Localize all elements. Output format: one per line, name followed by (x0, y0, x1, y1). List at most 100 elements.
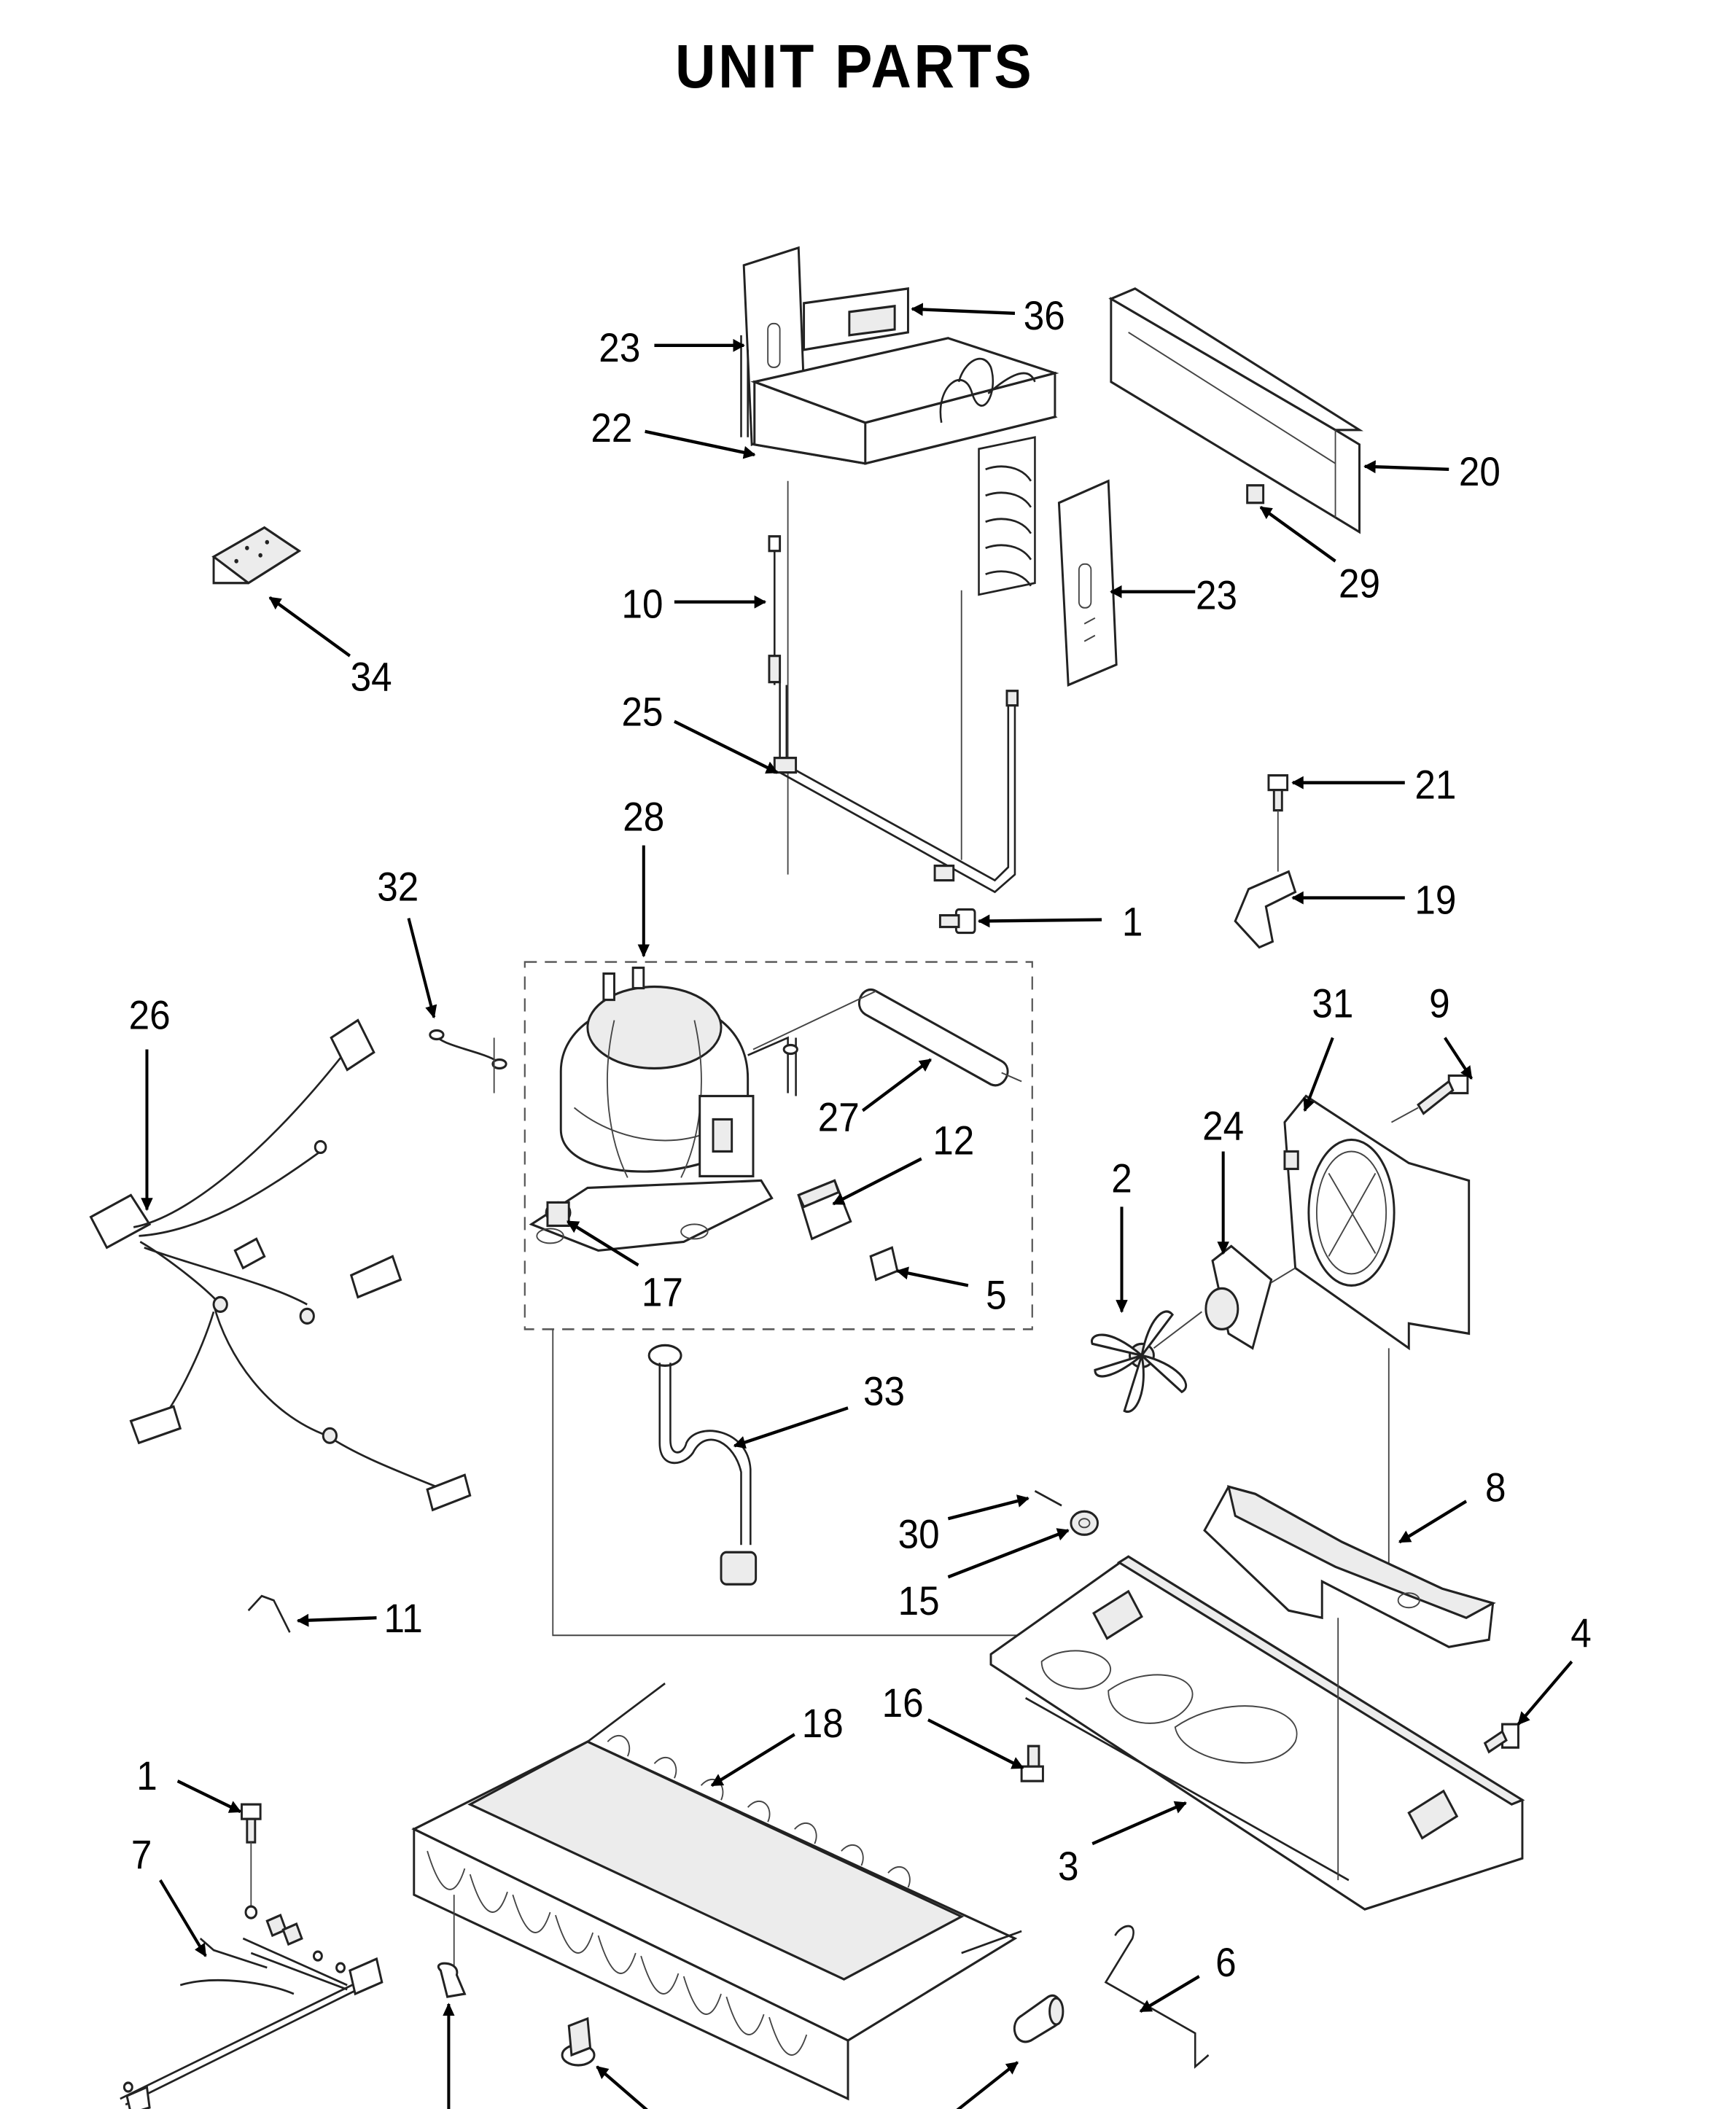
evaporator-bracket-right-drawing (1057, 479, 1118, 687)
callout-25: 25 (621, 690, 663, 736)
callout-17: 17 (642, 1269, 683, 1315)
condenser-drawing (411, 1683, 1022, 2101)
callout-16: 16 (882, 1680, 924, 1726)
arrow-33 (733, 1406, 849, 1449)
wire-harness-bottom-drawing (120, 1914, 384, 2109)
evaporator-drawing (740, 287, 1059, 875)
callout-labels: 36 23 22 20 29 23 10 34 25 21 28 19 32 1… (129, 293, 1592, 1986)
tube-insulation-drawing (1013, 1994, 1064, 2043)
fan-motor-drawing (1204, 1244, 1296, 1350)
callout-19: 19 (1414, 878, 1456, 924)
callout-1-lower: 1 (136, 1753, 157, 1799)
callout-5: 5 (986, 1272, 1007, 1318)
arrow-14 (956, 2061, 1019, 2109)
callout-8: 8 (1485, 1465, 1506, 1510)
arrow-9 (1444, 1037, 1473, 1080)
arrow-31 (1303, 1037, 1334, 1112)
drain-pan-drawing (1203, 1485, 1496, 1648)
screw-base-drawing (1483, 1723, 1519, 1754)
air-duct-cover-drawing (1108, 287, 1363, 534)
callout-12: 12 (933, 1118, 974, 1163)
arrow-1a (977, 914, 1102, 928)
compressor-connection-line (552, 1329, 1135, 1637)
callout-36: 36 (1024, 293, 1065, 339)
base-plate-drawing (989, 1555, 1525, 1911)
condenser-tube-drawing (1104, 1925, 1210, 2069)
callout-22: 22 (591, 405, 632, 451)
clip-drawing (1246, 484, 1265, 504)
arrow-27 (862, 1058, 932, 1112)
callout-31: 31 (1312, 981, 1353, 1026)
arrow-22 (645, 429, 756, 459)
cap-drawing (869, 1246, 899, 1282)
arrow-15 (947, 1528, 1070, 1579)
arrow-34 (268, 596, 351, 658)
callout-30: 30 (898, 1511, 940, 1557)
wire-harness-drawing (89, 1018, 472, 1512)
arrow-29 (1259, 505, 1336, 563)
compressor-drawing (529, 966, 798, 1252)
arrow-35 (596, 2065, 648, 2109)
defrost-heater-drawing (773, 677, 1019, 894)
pin-drawing (1034, 1490, 1062, 1507)
callout-7: 7 (131, 1832, 152, 1878)
grommet-drawing (1070, 1510, 1099, 1536)
callout-6: 6 (1215, 1940, 1237, 1986)
callout-26: 26 (129, 992, 171, 1038)
arrow-5 (896, 1266, 969, 1287)
callout-28: 28 (623, 795, 664, 841)
callout-1-upper: 1 (1122, 900, 1143, 946)
arrow-3 (1091, 1801, 1187, 1846)
callout-2: 2 (1111, 1155, 1132, 1201)
screw-and-bracket-drawing (1234, 774, 1297, 949)
callout-11: 11 (384, 1596, 423, 1642)
screw-shroud-drawing (1391, 1074, 1469, 1123)
screw-bottom-drawing (241, 1803, 262, 1919)
callout-15: 15 (898, 1578, 940, 1624)
callout-23-lower: 23 (1196, 573, 1237, 619)
callout-3: 3 (1058, 1844, 1079, 1890)
control-board-drawing (211, 526, 302, 585)
callout-10: 10 (621, 582, 663, 628)
insulator-drawing (561, 2016, 596, 2067)
arrow-6 (1139, 1975, 1200, 2013)
relay-drawing (797, 1179, 852, 1241)
filter-drier-drawing (752, 989, 1022, 1087)
arrow-7 (159, 1879, 207, 1957)
callout-33: 33 (863, 1368, 905, 1414)
tube-clip-drawing (437, 1962, 467, 1998)
screw-top-drawing (938, 908, 976, 935)
callout-9: 9 (1429, 981, 1450, 1026)
compressor-tubing-drawing (647, 1344, 758, 1586)
callout-arrows (141, 303, 1573, 2109)
callout-4: 4 (1570, 1610, 1592, 1656)
arrow-16 (927, 1718, 1024, 1770)
callout-23-upper: 23 (599, 325, 640, 371)
condenser-shroud-drawing (1283, 1094, 1471, 1589)
arrow-30 (947, 1494, 1029, 1521)
arrow-18 (710, 1733, 795, 1788)
callout-29: 29 (1339, 561, 1380, 607)
overload-strap-drawing (429, 1029, 507, 1070)
wire-segment-drawing (247, 1594, 291, 1633)
screw-condenser-drawing (1020, 1744, 1044, 1782)
callout-32: 32 (377, 865, 419, 911)
arrow-36 (911, 303, 1016, 316)
callout-24: 24 (1202, 1103, 1244, 1149)
callout-34: 34 (351, 655, 392, 701)
arrow-1b (176, 1779, 242, 1814)
callout-21: 21 (1414, 763, 1456, 808)
diagram-title: UNIT PARTS (675, 33, 1034, 101)
arrow-12 (832, 1157, 922, 1206)
arrow-4 (1517, 1660, 1573, 1726)
arrow-20 (1363, 460, 1449, 474)
thermistor-drawing (768, 535, 782, 685)
arrow-32 (407, 917, 437, 1019)
callout-20: 20 (1459, 449, 1500, 495)
arrow-25 (674, 720, 779, 774)
callout-18: 18 (802, 1701, 844, 1747)
fan-blade-drawing (1091, 1310, 1202, 1414)
parts-artwork (89, 246, 1525, 2109)
arrow-17 (566, 1220, 639, 1267)
